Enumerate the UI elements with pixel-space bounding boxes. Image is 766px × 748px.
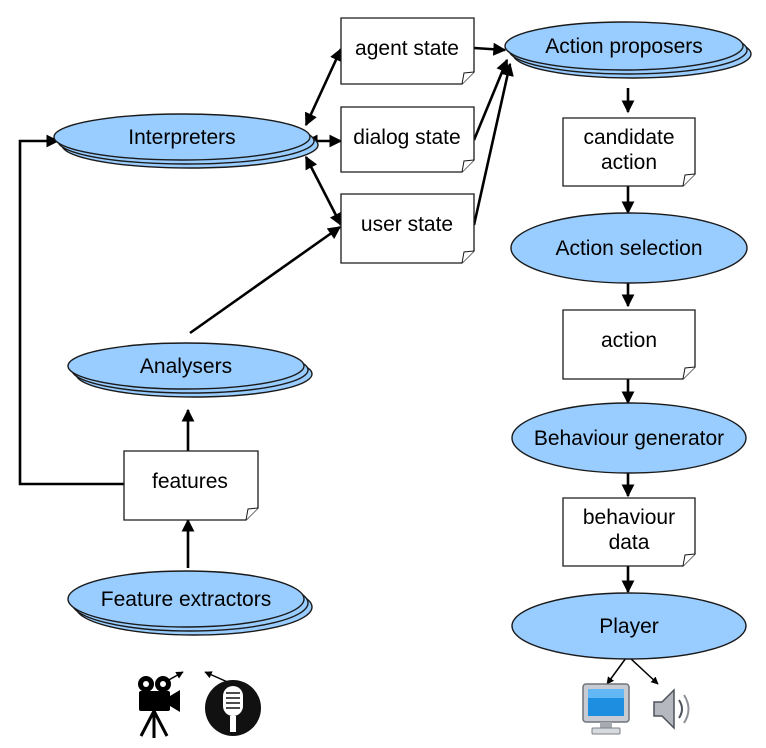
action-selection-label: Action selection — [555, 237, 702, 260]
edge-agent-state-to-proposers — [473, 42, 507, 56]
dialog-state-label: dialog state — [353, 126, 460, 149]
monitor-icon — [582, 683, 630, 735]
action-proposers-label: Action proposers — [545, 35, 703, 58]
analysers-node: Analysers — [67, 342, 313, 398]
action-doc: action — [562, 309, 696, 380]
microphone-icon — [205, 680, 261, 736]
user-state-label: user state — [361, 213, 453, 236]
features-label: features — [152, 470, 228, 493]
edge-user-state-to-proposers — [472, 62, 514, 226]
player-label: Player — [599, 615, 659, 638]
edge-analysers-to-user-state — [189, 225, 342, 335]
player-node: Player — [511, 592, 747, 660]
dialog-state-doc: dialog state — [340, 106, 475, 173]
agent-state-label: agent state — [355, 37, 459, 60]
edge-player-to-monitor — [606, 657, 627, 685]
action-selection-node: Action selection — [510, 212, 748, 284]
feature-extractors-node: Feature extractors — [67, 570, 313, 636]
candidate-action-label-line1: candidate — [583, 126, 674, 149]
video-camera-icon — [138, 676, 180, 738]
features-doc: features — [123, 450, 259, 521]
behaviour-generator-label: Behaviour generator — [534, 427, 724, 450]
edge-interpreters-user-state — [304, 155, 343, 227]
agent-state-doc: agent state — [340, 17, 475, 85]
edge-player-to-speaker — [629, 657, 659, 685]
behaviour-data-label-line1: behaviour — [583, 506, 675, 529]
edge-features-to-interpreters — [18, 134, 124, 486]
candidate-action-label-line2: action — [601, 151, 657, 174]
action-label: action — [601, 329, 657, 352]
edge-interpreters-agent-state — [304, 47, 343, 127]
feature-extractors-label: Feature extractors — [101, 588, 271, 611]
interpreters-label: Interpreters — [128, 126, 235, 149]
behaviour-generator-node: Behaviour generator — [511, 402, 747, 474]
behaviour-data-doc: behaviour data — [562, 497, 696, 567]
user-state-doc: user state — [340, 193, 475, 264]
speaker-icon — [653, 688, 690, 730]
analysers-label: Analysers — [140, 355, 232, 378]
action-proposers-node: Action proposers — [504, 21, 752, 79]
candidate-action-doc: candidate action — [562, 117, 696, 187]
interpreters-node: Interpreters — [53, 113, 319, 169]
behaviour-data-label-line2: data — [609, 531, 650, 554]
